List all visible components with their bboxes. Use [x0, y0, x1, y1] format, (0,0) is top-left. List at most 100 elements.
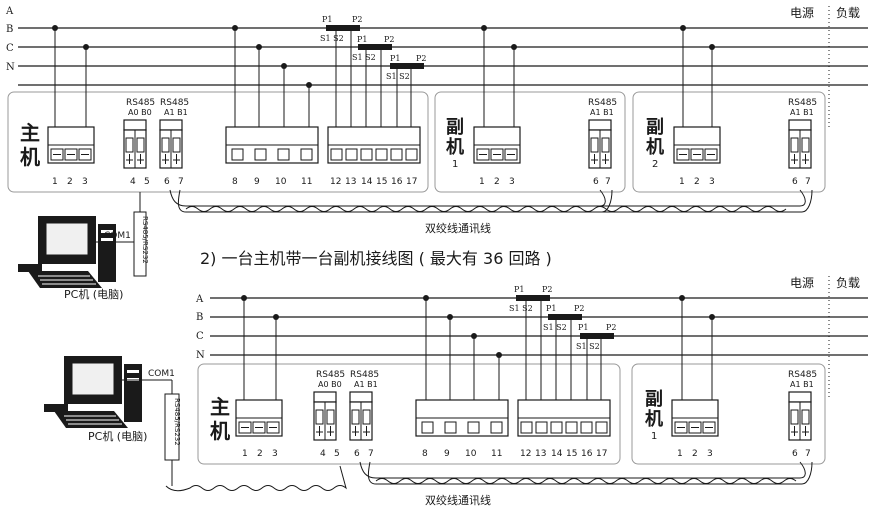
ct-a-p2: P2: [352, 15, 362, 24]
ct-b-s1s2: S1 S2: [352, 53, 376, 62]
rs485-label-main2-a0: RS485: [316, 370, 345, 380]
com1-label-bottom: COM1: [148, 369, 175, 379]
load-label-2: 负载: [836, 276, 860, 290]
sub-unit-1-label-top: 副: [446, 117, 464, 138]
term-4-label: 4: [130, 177, 136, 187]
rs485-plug-sub2: [788, 119, 812, 169]
rs485-label-main-a1: RS485: [160, 98, 189, 108]
main-unit-box: [7, 91, 429, 193]
main-unit-label-top: 主: [20, 121, 40, 145]
caption-2: 2) 一台主机带一台副机接线图 ( 最大有 36 回路 ): [200, 249, 552, 268]
twisted-pair-pc-link: [165, 465, 347, 492]
main2-term-15-label: 15: [566, 449, 577, 459]
sub-unit-1-label-bottom: 机: [446, 137, 464, 158]
a1b1-label-main2: A1 B1: [354, 380, 378, 389]
ct-c: [390, 63, 424, 69]
sub1-term-2-label: 2: [494, 177, 500, 187]
term-16-label: 16: [391, 177, 403, 187]
terminal-block-12-17: [327, 126, 421, 164]
main2-term-4-label: 4: [320, 449, 326, 459]
converter-label-top: RS485/RS232: [141, 216, 149, 264]
twisted-pair-bottom-a: [359, 461, 806, 479]
term-17-label: 17: [406, 177, 417, 187]
rs485-plug-sub1b: [788, 391, 812, 441]
sub-unit-2-label-bottom: 机: [646, 137, 664, 158]
bus-label-n-2: N: [196, 350, 205, 361]
sub-unit-2-index: 2: [652, 159, 658, 170]
term-15-label: 15: [376, 177, 387, 187]
terminal-block-1-3: [47, 126, 95, 164]
ct-a: [326, 25, 360, 31]
term-14-label: 14: [361, 177, 373, 187]
term-1-label: 1: [52, 177, 58, 187]
sub2-term-7-label: 7: [805, 177, 811, 187]
sub1b-terminal-block-1-3: [671, 399, 719, 437]
sub1-term-1-label: 1: [479, 177, 485, 187]
ct-c-p1: P1: [390, 54, 400, 63]
rs485-label-main-a0: RS485: [126, 98, 155, 108]
twisted-pair-top-b: [177, 189, 813, 213]
top-diagram: A B C N 电源 负载 主 机 1 2 3 RS485 A0 B0 RS48…: [5, 6, 868, 301]
ct-a-2-p2: P2: [542, 285, 552, 294]
ct-b-2-p1: P1: [546, 304, 556, 313]
twisted-pair-bottom-wave: [375, 478, 797, 484]
bus-label-a: A: [5, 6, 14, 17]
main2-term-9-label: 9: [444, 449, 450, 459]
term-11-label: 11: [301, 177, 312, 187]
main2-term-7-label: 7: [368, 449, 374, 459]
main-unit-label-bottom: 机: [20, 145, 40, 169]
terminal-block-8-11: [225, 126, 319, 164]
ct-c-p2: P2: [416, 54, 426, 63]
term-10-label: 10: [275, 177, 287, 187]
ct-a-2-p1: P1: [514, 285, 524, 294]
ct-a-2-s1s2: S1 S2: [509, 304, 533, 313]
sub1-term-6-label: 6: [593, 177, 599, 187]
term-5-label: 5: [144, 177, 150, 187]
converter-label-bottom: RS485/RS232: [173, 398, 181, 446]
sub1b-term-7-label: 7: [805, 449, 811, 459]
sub-unit-1-box-2: [631, 363, 826, 465]
twisted-pair-top-a: [169, 189, 806, 207]
main-unit-2-label-top: 主: [210, 395, 230, 419]
ct-b-p2: P2: [384, 35, 394, 44]
sub2-term-3-label: 3: [709, 177, 715, 187]
a0b0-label-main2: A0 B0: [318, 380, 342, 389]
main-unit-box-2: [197, 363, 621, 465]
rs485-plug-a0b0: [123, 119, 147, 169]
term-8-label: 8: [232, 177, 238, 187]
term-3-label: 3: [82, 177, 88, 187]
main-unit-2-label-bottom: 机: [210, 419, 230, 443]
main2-term-14-label: 14: [551, 449, 563, 459]
main2-term-12-label: 12: [520, 449, 531, 459]
sub-unit-1b-label-top: 副: [645, 389, 663, 410]
source-label: 电源: [790, 6, 814, 20]
sub-unit-1-index: 1: [452, 159, 458, 170]
sub1b-term-3-label: 3: [707, 449, 713, 459]
main2-term-13-label: 13: [535, 449, 546, 459]
ct-b: [358, 44, 392, 50]
a0b0-label-main: A0 B0: [128, 108, 152, 117]
term-7-label: 7: [178, 177, 184, 187]
bus-label-b: B: [6, 24, 13, 35]
rs485-plug-sub1: [588, 119, 612, 169]
load-label: 负载: [836, 6, 860, 20]
com1-label-top: COM1: [104, 231, 131, 241]
a1b1-label-sub1: A1 B1: [590, 108, 614, 117]
ct-b-2-s1s2: S1 S2: [543, 323, 567, 332]
main2-term-1-label: 1: [242, 449, 248, 459]
main2-terminal-block-12-17: [517, 399, 611, 437]
main2-terminal-block-1-3: [235, 399, 283, 437]
source-label-2: 电源: [790, 276, 814, 290]
ct-c-2-s1s2: S1 S2: [576, 342, 600, 351]
sub2-term-2-label: 2: [694, 177, 700, 187]
bus-label-a-2: A: [195, 294, 204, 305]
ct-b-2: [548, 314, 582, 320]
main2-terminal-block-8-11: [415, 399, 509, 437]
ct-a-p1: P1: [322, 15, 332, 24]
pc-computer-top: [17, 215, 117, 289]
bus-label-n: N: [6, 62, 15, 73]
twisted-pair-label-bottom: 双绞线通讯线: [425, 493, 491, 507]
main2-term-17-label: 17: [596, 449, 607, 459]
main2-term-3-label: 3: [272, 449, 278, 459]
term-13-label: 13: [345, 177, 356, 187]
